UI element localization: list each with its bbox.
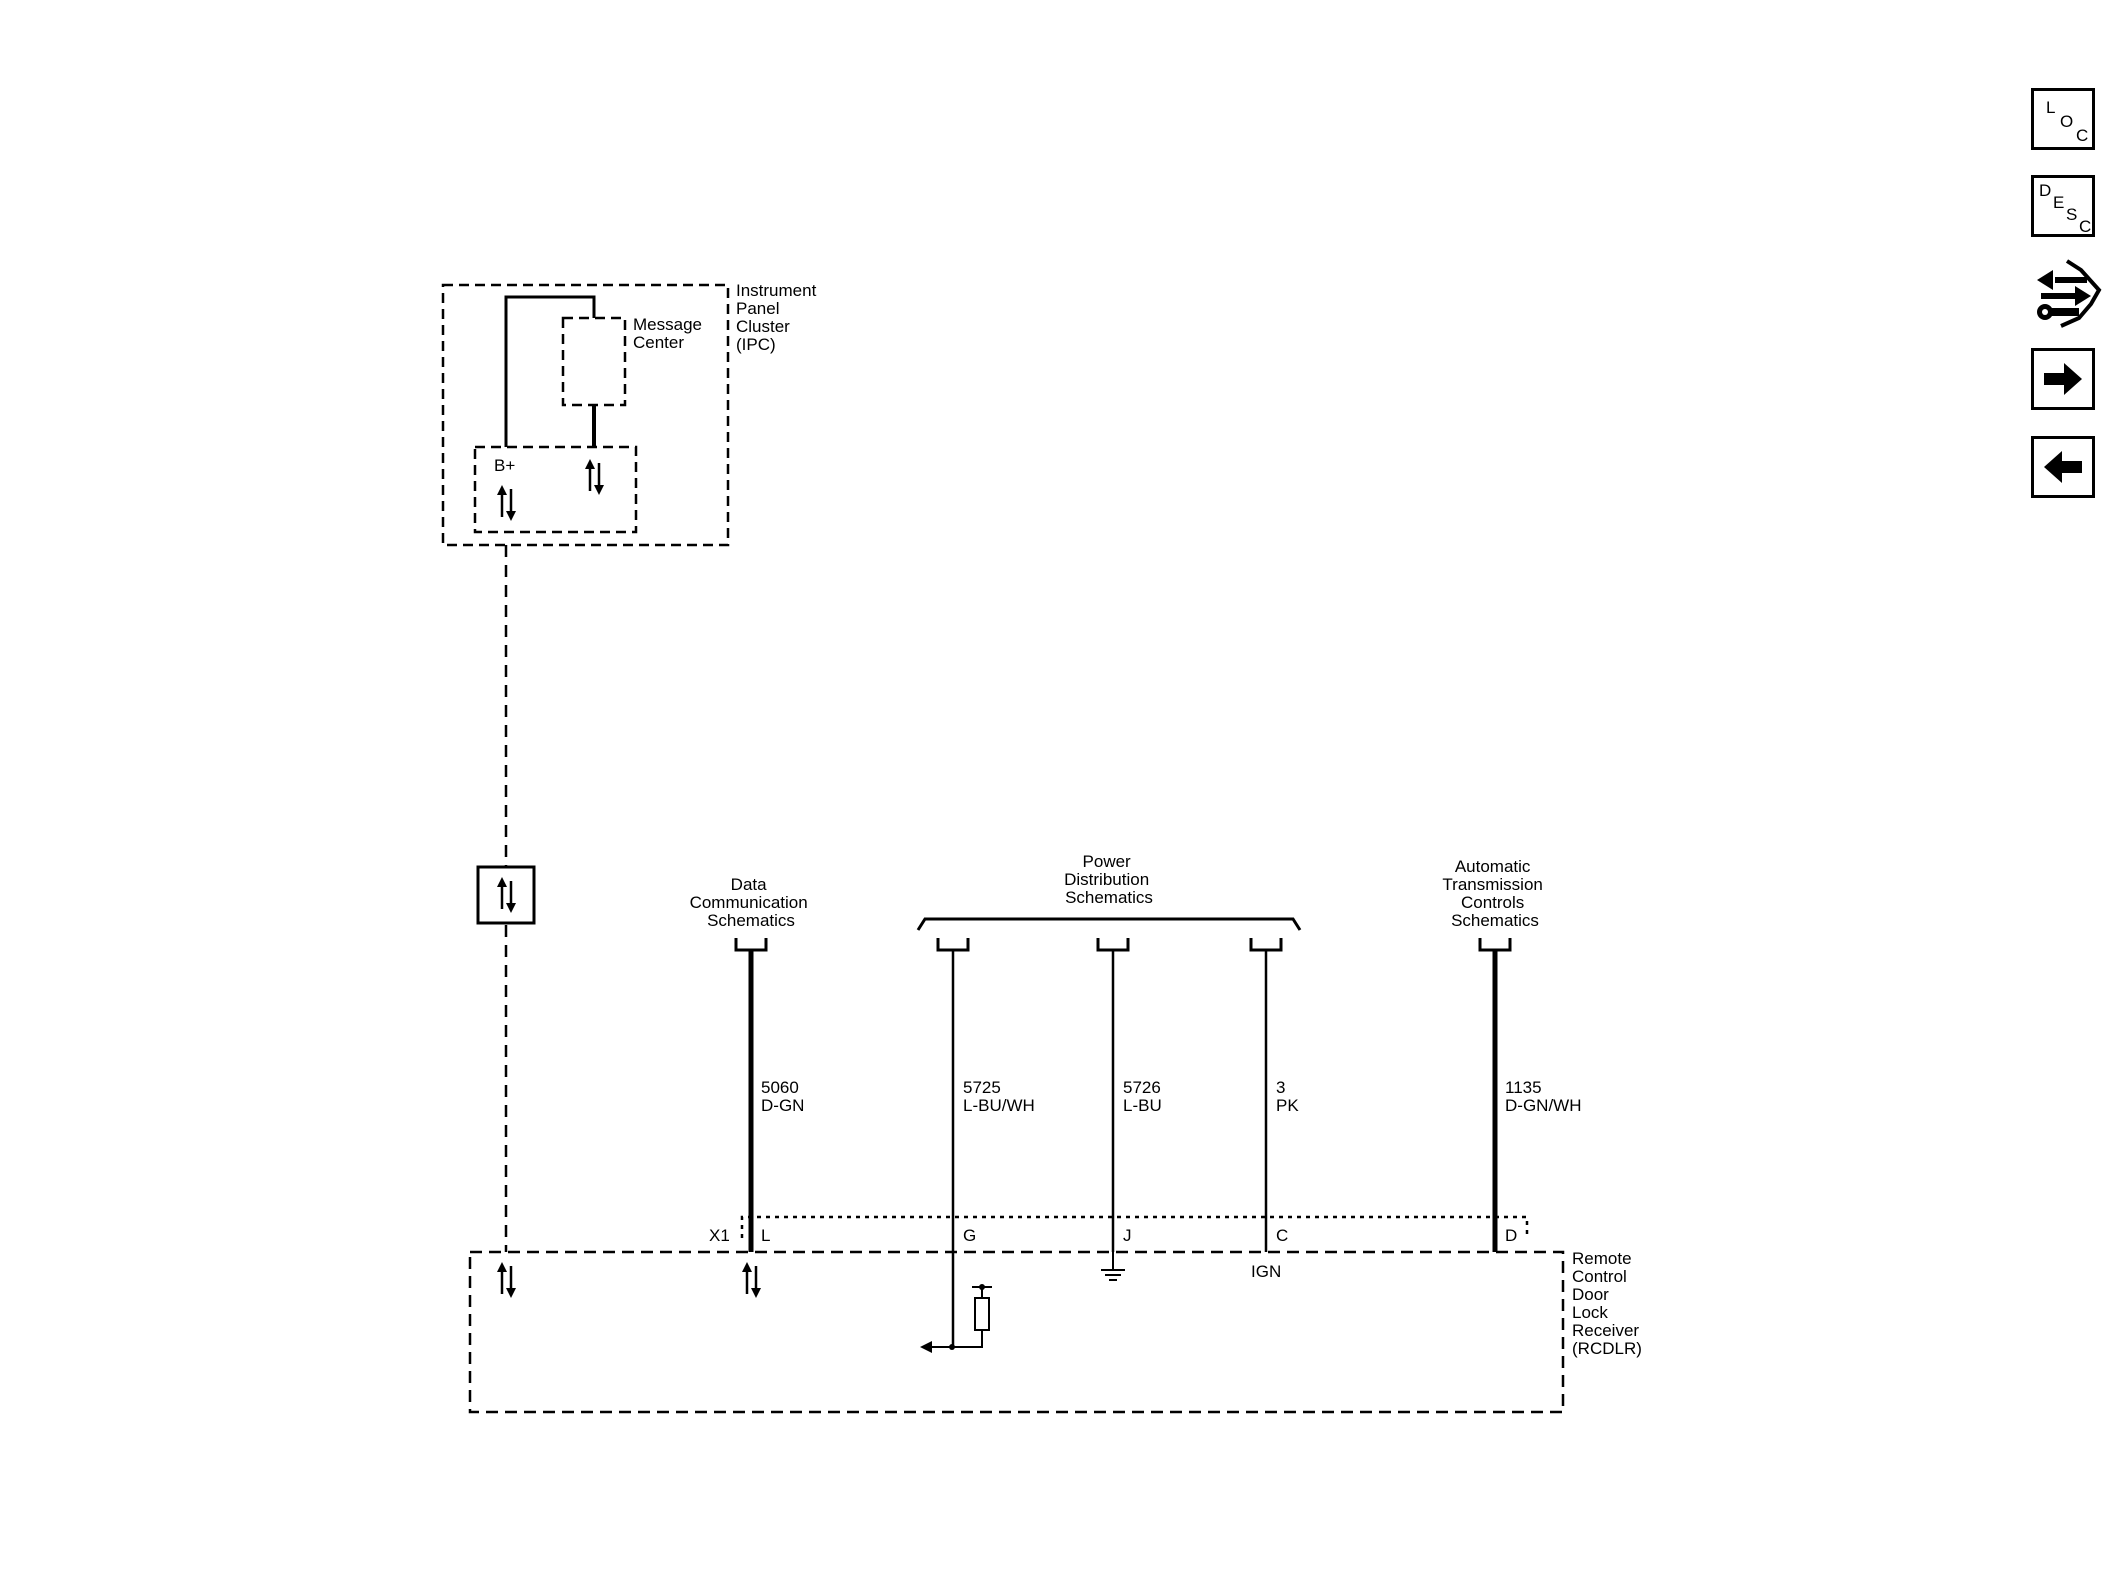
arrow-right-icon (2044, 363, 2082, 395)
svg-text:3PK: 3PK (1276, 1078, 1299, 1115)
bplus-label: B+ (494, 456, 515, 475)
rcdlr-module: X1 Remote Control Door Lock Receiver (RC… (468, 1215, 1644, 1414)
location-view-icon: L (2046, 98, 2056, 117)
rcdlr-outline (468, 1250, 1565, 1414)
bidirectional-arrow-icon (495, 483, 518, 523)
power-dist-label: Power Distribution Schematics (1064, 852, 1154, 907)
data-comm-ref: Data Communication Schematics (690, 875, 813, 952)
ipc-module: B+ Instrument Panel Cluster (IPC) Messag… (441, 281, 821, 547)
ipc-outline (441, 283, 730, 547)
pin-label: C (1276, 1226, 1288, 1245)
pin-label: J (1123, 1226, 1132, 1245)
auto-trans-ref: Automatic Transmission Controls Schemati… (1442, 857, 1547, 952)
auto-trans-label: Automatic Transmission Controls Schemati… (1442, 857, 1547, 930)
message-center-outline (561, 316, 627, 407)
ground-symbol (1101, 1252, 1125, 1281)
ign-label: IGN (1251, 1262, 1281, 1281)
bidirectional-arrow-icon (495, 1260, 518, 1300)
x1-connector-outline (740, 1215, 1529, 1238)
power-dist-bracket (916, 917, 1302, 931)
previous-page-button[interactable] (2031, 436, 2095, 498)
message-center-label: Message Center (633, 315, 707, 352)
description-icon: D (2039, 181, 2052, 200)
x1-connector-label: X1 (709, 1226, 730, 1245)
connector-pinout-button[interactable] (2031, 256, 2103, 331)
ipc-bplus-wire (504, 295, 596, 447)
pin-label: L (761, 1226, 770, 1245)
arrow-left-icon (2044, 451, 2082, 483)
connector-pinout-icon (2037, 259, 2102, 328)
next-page-button[interactable] (2031, 348, 2095, 410)
rcdlr-name: Remote Control Door Lock Receiver (RCDLR… (1572, 1249, 1644, 1358)
bidirectional-arrow-icon (740, 1260, 763, 1300)
power-dist-ref: Power Distribution Schematics (916, 852, 1302, 952)
location-view-button[interactable]: L O C (2031, 88, 2095, 150)
data-comm-label: Data Communication Schematics (690, 875, 813, 930)
input-arrow-icon (920, 1341, 932, 1353)
bidirectional-arrow-icon (583, 457, 606, 497)
pin-label: D (1505, 1226, 1517, 1245)
description-button[interactable]: D E S C (2031, 175, 2095, 237)
serial-data-symbol (476, 865, 536, 925)
ipc-internal-block (473, 445, 638, 534)
pin-label: G (963, 1226, 976, 1245)
ipc-name: Instrument Panel Cluster (IPC) (736, 281, 821, 354)
pullup-resistor-symbol (949, 1284, 992, 1350)
